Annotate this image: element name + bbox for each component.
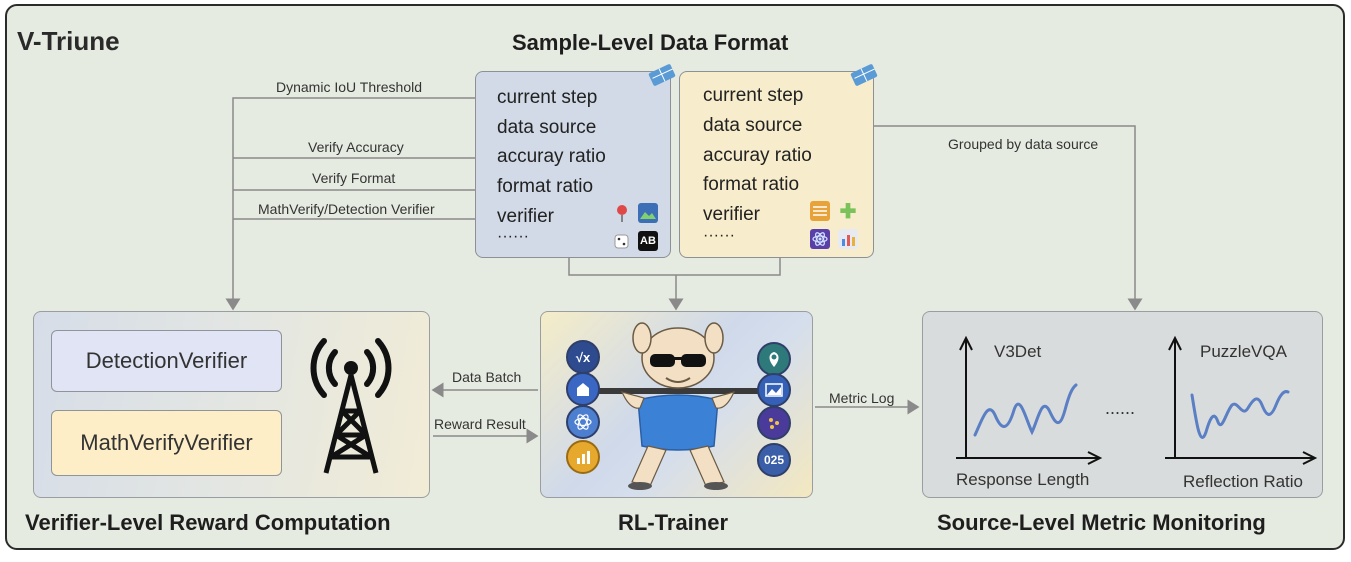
atom-icon	[810, 229, 830, 249]
blue-field: verifier	[497, 206, 555, 227]
diagram-title: V-Triune	[17, 26, 120, 56]
dice-icon	[612, 231, 632, 251]
yellow-field: verifier	[703, 204, 761, 225]
dynamic-iou-label: Dynamic IoU Threshold	[276, 79, 423, 95]
landscape-image-icon	[638, 203, 658, 223]
right-chart-line	[1190, 390, 1290, 439]
verify-format-label: Verify Format	[312, 170, 396, 186]
yellow-field: current step	[703, 85, 804, 106]
reward-result-label: Reward Result	[434, 416, 526, 432]
sample-heading: Sample-Level Data Format	[512, 30, 789, 55]
location-coin-icon	[757, 342, 791, 376]
number-coin-icon: 025	[757, 443, 791, 477]
iou-connector	[225, 97, 495, 311]
verifier-type-label: MathVerify/Detection Verifier	[258, 201, 435, 217]
satellite-icon	[850, 64, 880, 88]
yellow-field: format ratio	[703, 174, 800, 195]
weightlifting-llama-icon	[560, 318, 795, 494]
left-chart-line	[973, 383, 1078, 437]
left-chart-y-arrow	[959, 335, 973, 351]
sample-card-yellow	[679, 71, 874, 258]
blue-field: data source	[497, 117, 597, 138]
blue-field: format ratio	[497, 176, 594, 197]
puzzle-icon: ✚	[839, 200, 857, 223]
bar-chart-icon	[838, 229, 858, 249]
right-chart-series-name: PuzzleVQA	[1200, 342, 1287, 361]
charts-ellipsis: ......	[1105, 398, 1136, 418]
yellow-field: data source	[703, 115, 803, 136]
blue-field: accuray ratio	[497, 146, 606, 167]
right-chart-y-arrow	[1168, 335, 1182, 351]
antenna-tower-icon	[306, 333, 396, 478]
verify-accuracy-label: Verify Accuracy	[308, 139, 404, 155]
right-chart-xlabel: Reflection Ratio	[1183, 472, 1304, 491]
source-connector	[815, 125, 1143, 311]
atom-coin-icon	[566, 405, 600, 439]
blue-field: current step	[497, 87, 598, 108]
dots-coin-icon	[757, 406, 791, 440]
rl-trainer-heading: RL-Trainer	[618, 510, 729, 535]
satellite-icon	[648, 64, 678, 88]
verifier-heading: Verifier-Level Reward Computation	[25, 510, 391, 535]
metric-log-label: Metric Log	[829, 390, 895, 406]
right-chart-x-arrow	[1302, 451, 1318, 465]
cards-merge-connector	[568, 258, 781, 309]
sample-card-blue	[475, 71, 671, 258]
monitoring-heading: Source-Level Metric Monitoring	[937, 510, 1266, 535]
pushpin-icon	[612, 203, 632, 223]
blue-field: ······	[497, 228, 529, 245]
yellow-field: accuray ratio	[703, 145, 812, 166]
chart-coin-icon	[566, 440, 600, 474]
data-batch-label: Data Batch	[452, 369, 522, 385]
detection-verifier-box: DetectionVerifier	[51, 330, 282, 392]
left-chart-series-name: V3Det	[994, 342, 1042, 361]
math-verifier-box: MathVerifyVerifier	[51, 410, 282, 476]
yellow-field: ······	[703, 227, 735, 244]
left-chart-xlabel: Response Length	[956, 470, 1090, 489]
abacus-icon	[810, 201, 830, 221]
building-coin-icon	[566, 372, 600, 406]
left-chart-x-arrow	[1087, 451, 1103, 465]
grouped-label: Grouped by data source	[948, 136, 1099, 152]
text-ab-icon: AB	[638, 231, 658, 251]
monitoring-panel	[922, 311, 1323, 498]
